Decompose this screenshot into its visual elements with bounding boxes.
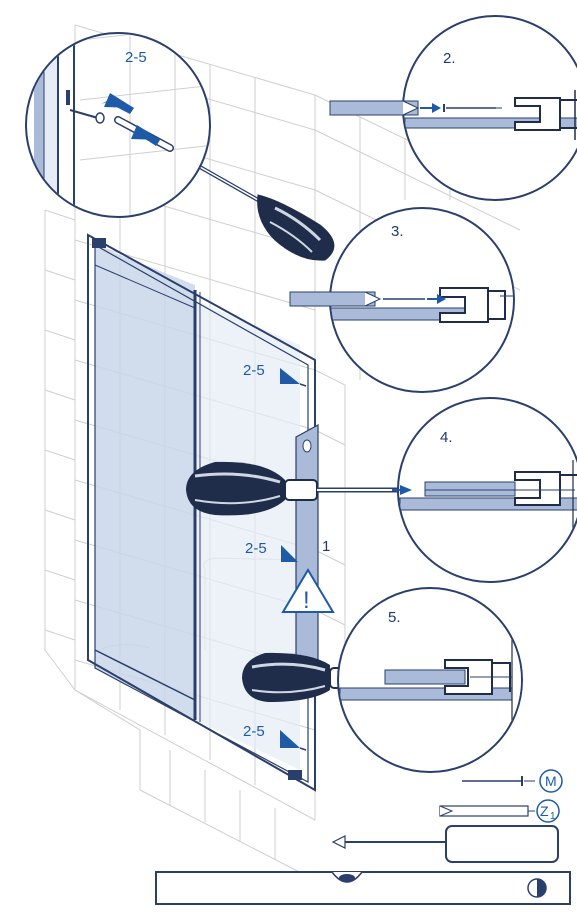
detail-circle-step3: 3. bbox=[289, 207, 515, 393]
wall-profile bbox=[295, 423, 319, 674]
warning-icon: ! bbox=[281, 568, 335, 614]
step-2-label: 2. bbox=[443, 50, 456, 67]
shower-door bbox=[87, 233, 316, 792]
step-4-label: 4. bbox=[440, 429, 453, 446]
detail-circle-step2: 2. bbox=[329, 15, 577, 201]
marker-middle-label: 2-5 bbox=[245, 540, 267, 557]
tool-screwdriver bbox=[331, 825, 559, 863]
tool-spirit-level bbox=[155, 871, 571, 905]
part-screw-m: M bbox=[462, 769, 563, 793]
detail-circle-top: 2-5 bbox=[25, 32, 211, 218]
glass-panel-left bbox=[95, 245, 195, 720]
drill-marker-lower: 2-5 bbox=[243, 723, 307, 751]
part-m-label: M bbox=[545, 773, 557, 789]
detail-circle-step4: 4. bbox=[392, 397, 577, 583]
detail-circle-step5: 5. bbox=[337, 587, 523, 773]
screwdriver-top bbox=[169, 148, 335, 261]
corner-clip-bottom bbox=[288, 770, 302, 780]
part-plug-z1: Z 1 bbox=[439, 799, 560, 823]
profile-number-label: 1 bbox=[322, 538, 330, 555]
screwdriver-middle bbox=[186, 461, 405, 516]
marker-upper-label: 2-5 bbox=[243, 362, 265, 379]
drill-marker-upper: 2-5 bbox=[243, 362, 307, 387]
step-3-label: 3. bbox=[391, 223, 404, 240]
marker-lower-label: 2-5 bbox=[243, 723, 265, 740]
glass-panel-right bbox=[195, 300, 300, 770]
drill-marker-middle: 2-5 bbox=[245, 540, 298, 562]
top-detail-label: 2-5 bbox=[125, 49, 147, 66]
warning-mark: ! bbox=[303, 587, 310, 614]
step-5-label: 5. bbox=[388, 609, 401, 626]
part-z-label: Z bbox=[540, 803, 549, 819]
part-z-sub: 1 bbox=[550, 811, 556, 822]
corner-clip-top bbox=[92, 238, 106, 248]
